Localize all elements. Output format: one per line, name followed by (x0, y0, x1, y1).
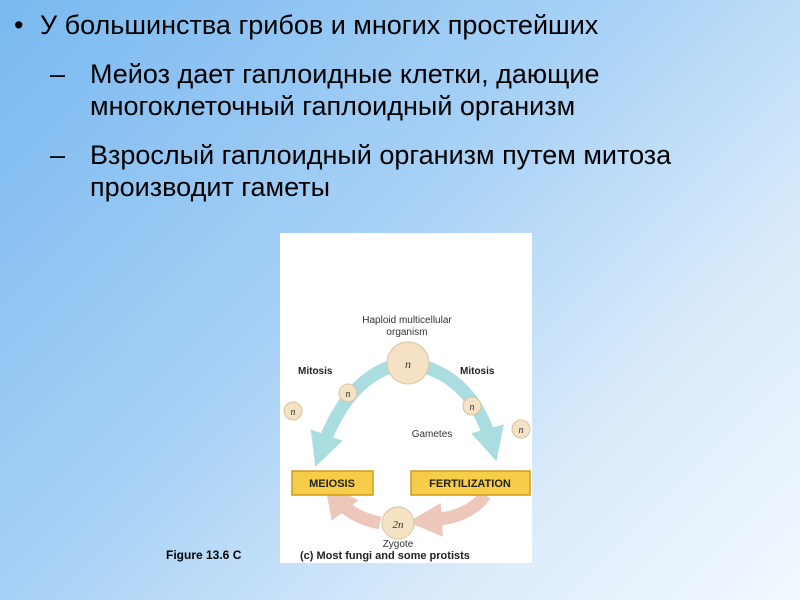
gametes-label: Gametes (412, 429, 453, 440)
haploid-cell-left-outer (283, 401, 303, 421)
haploid-cell-left-inner (338, 383, 358, 403)
meiosis-label: MEIOSIS (309, 478, 355, 490)
gamete-cell-inner (462, 396, 482, 416)
haploid-organism-label-line: Haploid multicellular (362, 315, 452, 326)
haploid-cell-left-inner-label: n (346, 389, 351, 400)
sub-bullet-dash: – (50, 140, 66, 170)
zygote-cell-label: 2n (393, 519, 405, 531)
figure-number: Figure 13.6 C (166, 548, 242, 562)
mitosis-label-right: Mitosis (460, 366, 495, 377)
sub-bullet-2-text: Взрослый гаплоидный организм путем митоз… (90, 140, 672, 202)
mitosis-arrow-left (310, 360, 393, 467)
figure-caption: (c) Most fungi and some protists (300, 550, 470, 562)
haploid-organism-cell (386, 341, 430, 385)
fertilization-label: FERTILIZATION (429, 478, 511, 490)
gamete-cell-outer-label: n (519, 425, 524, 436)
haploid-organism-label-line: organism (386, 327, 427, 338)
meiosis-arrow (324, 483, 382, 530)
bullet-dot: • (14, 10, 24, 40)
sub-bullet-dash: – (50, 59, 66, 89)
sub-bullet-1-text: Мейоз дает гаплоидные клетки, дающие мно… (90, 59, 600, 121)
mitosis-arrow-right (422, 360, 504, 462)
zygote-label: Zygote (383, 539, 414, 550)
fertilization-arrow (408, 491, 491, 537)
gamete-cell-outer (511, 419, 531, 439)
fertilization-box (410, 470, 531, 496)
main-bullet-text: У большинства грибов и многих простейших (40, 10, 599, 40)
haploid-organism-cell-label: n (405, 357, 411, 371)
meiosis-box (291, 470, 374, 496)
mitosis-label-left: Mitosis (298, 366, 333, 377)
haploid-cell-left-outer-label: n (291, 407, 296, 418)
zygote-cell (381, 506, 415, 540)
gamete-cell-inner-label: n (470, 402, 475, 413)
